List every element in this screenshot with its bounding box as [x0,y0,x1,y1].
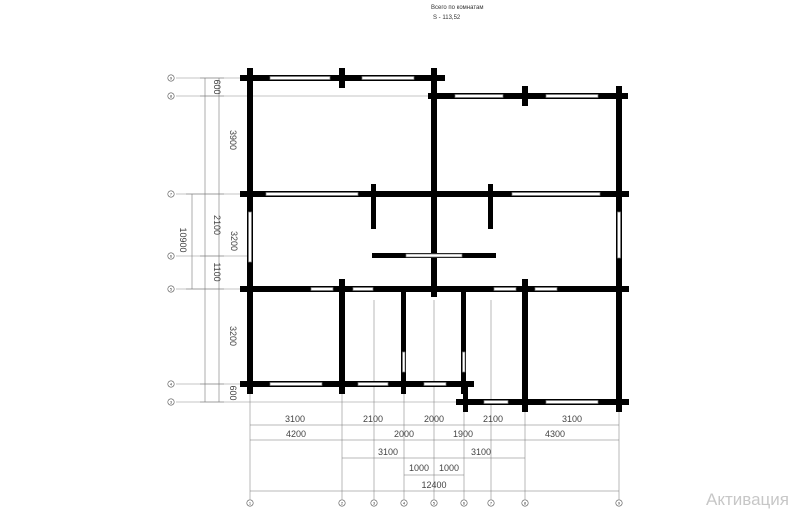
svg-text:9: 9 [618,501,621,506]
dim-2100-left: 2100 [212,215,222,235]
svg-text:4: 4 [403,501,406,506]
dim-3900: 3900 [228,130,238,150]
svg-text:3: 3 [373,501,376,506]
dim-row2-1: 4200 [286,429,306,439]
left-axis-lines [176,77,460,403]
svg-text:6: 6 [170,254,173,259]
dim-row1-2: 2100 [363,414,383,424]
dim-row1-6: 3100 [562,414,582,424]
svg-text:5: 5 [170,287,173,292]
dim-row1-1: 3100 [285,414,305,424]
walls [240,68,629,412]
rooms-total-title: Всего по комнатам [431,5,483,11]
dim-3200-low: 3200 [228,326,238,346]
svg-text:7: 7 [490,501,493,506]
dim-row2-3: 1900 [453,429,473,439]
left-axis-markers: 9 8 7 6 5 4 3 [167,74,175,406]
dim-3200-mid: 3200 [229,231,239,251]
dim-row1-5: 2100 [483,414,503,424]
rooms-total-area: S - 113,52 [433,15,461,21]
windows [248,76,621,404]
dim-600-bottom: 600 [228,385,238,400]
dim-row1-3: 2000 [424,414,444,424]
dim-row2-4: 4300 [545,429,565,439]
bottom-axis-markers: 1 2 3 4 5 6 7 8 9 [246,499,623,507]
svg-text:5: 5 [433,501,436,506]
activation-watermark: Активация [706,490,789,509]
dim-row4-1: 1000 [409,463,429,473]
dim-row4-2: 1000 [439,463,459,473]
dim-row3-1: 3100 [378,447,398,457]
dim-row3-2: 3100 [471,447,491,457]
left-dimension-labels: 600 3900 2100 1100 3200 600 10900 3200 [178,79,239,400]
bottom-dimension-lines [250,424,619,492]
left-dimension-lines [186,77,224,403]
dim-10900: 10900 [178,227,188,252]
svg-text:8: 8 [170,94,173,99]
dim-total: 12400 [421,480,446,490]
dim-row2-2: 2000 [394,429,414,439]
svg-text:9: 9 [170,76,173,81]
dim-600-top: 600 [212,79,222,94]
dim-1100: 1100 [212,262,222,281]
svg-text:4: 4 [170,382,173,387]
svg-text:2: 2 [341,501,344,506]
svg-text:3: 3 [170,400,173,405]
svg-text:1: 1 [249,501,252,506]
svg-text:6: 6 [463,501,466,506]
bottom-dimension-labels: 3100 2100 2000 2100 3100 4200 2000 1900 … [285,414,582,490]
svg-text:8: 8 [524,501,527,506]
svg-text:7: 7 [170,192,173,197]
